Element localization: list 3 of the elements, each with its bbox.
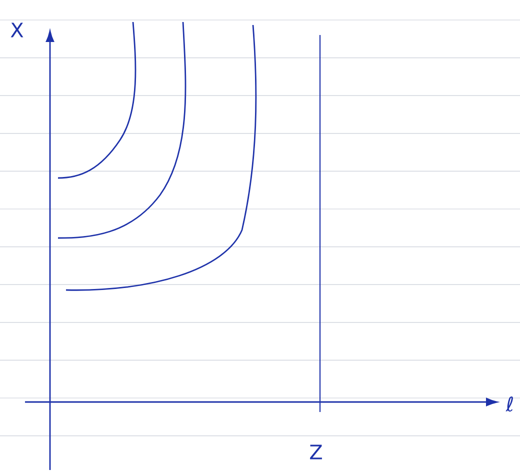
axis-label: Z [310,444,322,460]
axis-label: X [10,22,24,38]
axis-label: ℓ [506,396,513,412]
